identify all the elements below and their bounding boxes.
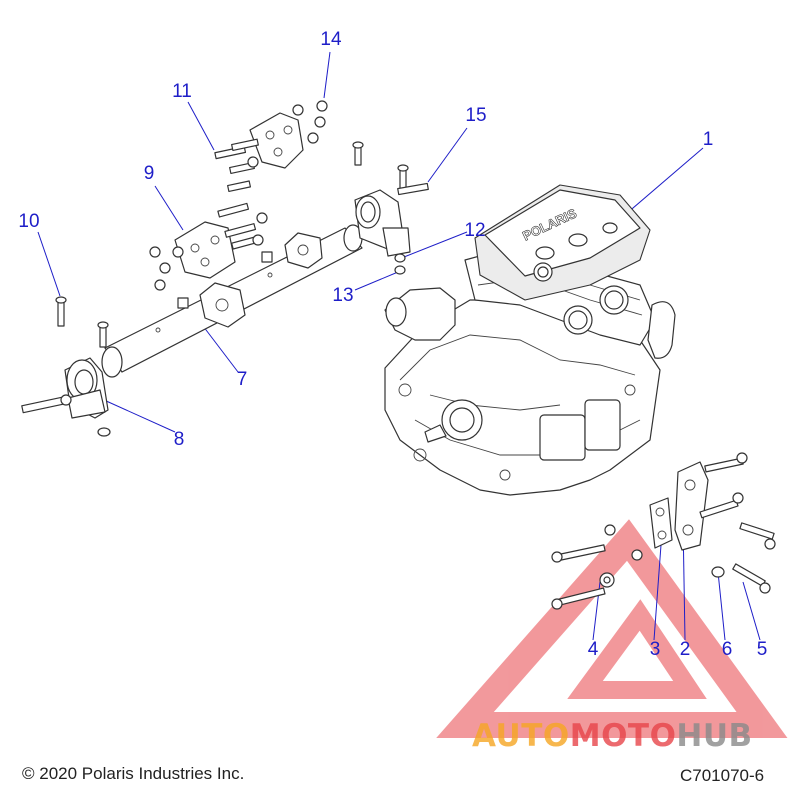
- callout-9: 9: [143, 163, 155, 184]
- callout-2: 2: [679, 639, 691, 660]
- isolator-left-part: [149, 202, 268, 291]
- watermark-text: AUTOMOTOHUB: [472, 720, 753, 752]
- callout-14: 14: [320, 29, 342, 50]
- callout-12: 12: [464, 220, 486, 241]
- leader-5: [742, 581, 761, 641]
- callout-6: 6: [721, 639, 733, 660]
- callout-15: 15: [465, 105, 487, 126]
- mount-tube-part: [101, 224, 363, 378]
- leader-10: [37, 231, 61, 297]
- leader-14: [323, 51, 331, 99]
- leader-12: [403, 231, 468, 258]
- callout-3: 3: [649, 639, 661, 660]
- watermark-hub: HUB: [676, 718, 753, 754]
- copyright-text: © 2020 Polaris Industries Inc.: [22, 764, 245, 783]
- watermark-logo-icon: [436, 519, 788, 738]
- watermark-moto: MOTO: [569, 718, 677, 754]
- leader-15: [427, 127, 468, 183]
- callout-1: 1: [702, 129, 714, 150]
- callout-7: 7: [236, 369, 248, 390]
- callout-11: 11: [172, 81, 192, 102]
- engine-assembly: POLARIS: [384, 184, 676, 496]
- leader-6: [717, 571, 726, 641]
- mount-bracket-right-part: [352, 141, 429, 275]
- callout-8: 8: [173, 429, 185, 450]
- leader-3: [653, 544, 662, 641]
- leader-1: [625, 147, 704, 215]
- drawing-number: C701070-6: [680, 766, 765, 785]
- leader-11: [187, 101, 215, 151]
- callout-4: 4: [587, 639, 599, 660]
- callout-5: 5: [756, 639, 768, 660]
- front-bracket-group: [551, 452, 776, 610]
- leader-lines: [37, 51, 761, 641]
- callout-13: 13: [332, 285, 354, 306]
- watermark-auto: AUTO: [472, 718, 570, 754]
- leader-8: [103, 399, 176, 433]
- isolator-upper-part: [214, 100, 328, 193]
- mount-bracket-left-part: [21, 296, 111, 437]
- leader-9: [154, 185, 184, 231]
- callout-10: 10: [18, 211, 40, 232]
- leader-7: [199, 321, 239, 373]
- leader-13: [354, 271, 399, 291]
